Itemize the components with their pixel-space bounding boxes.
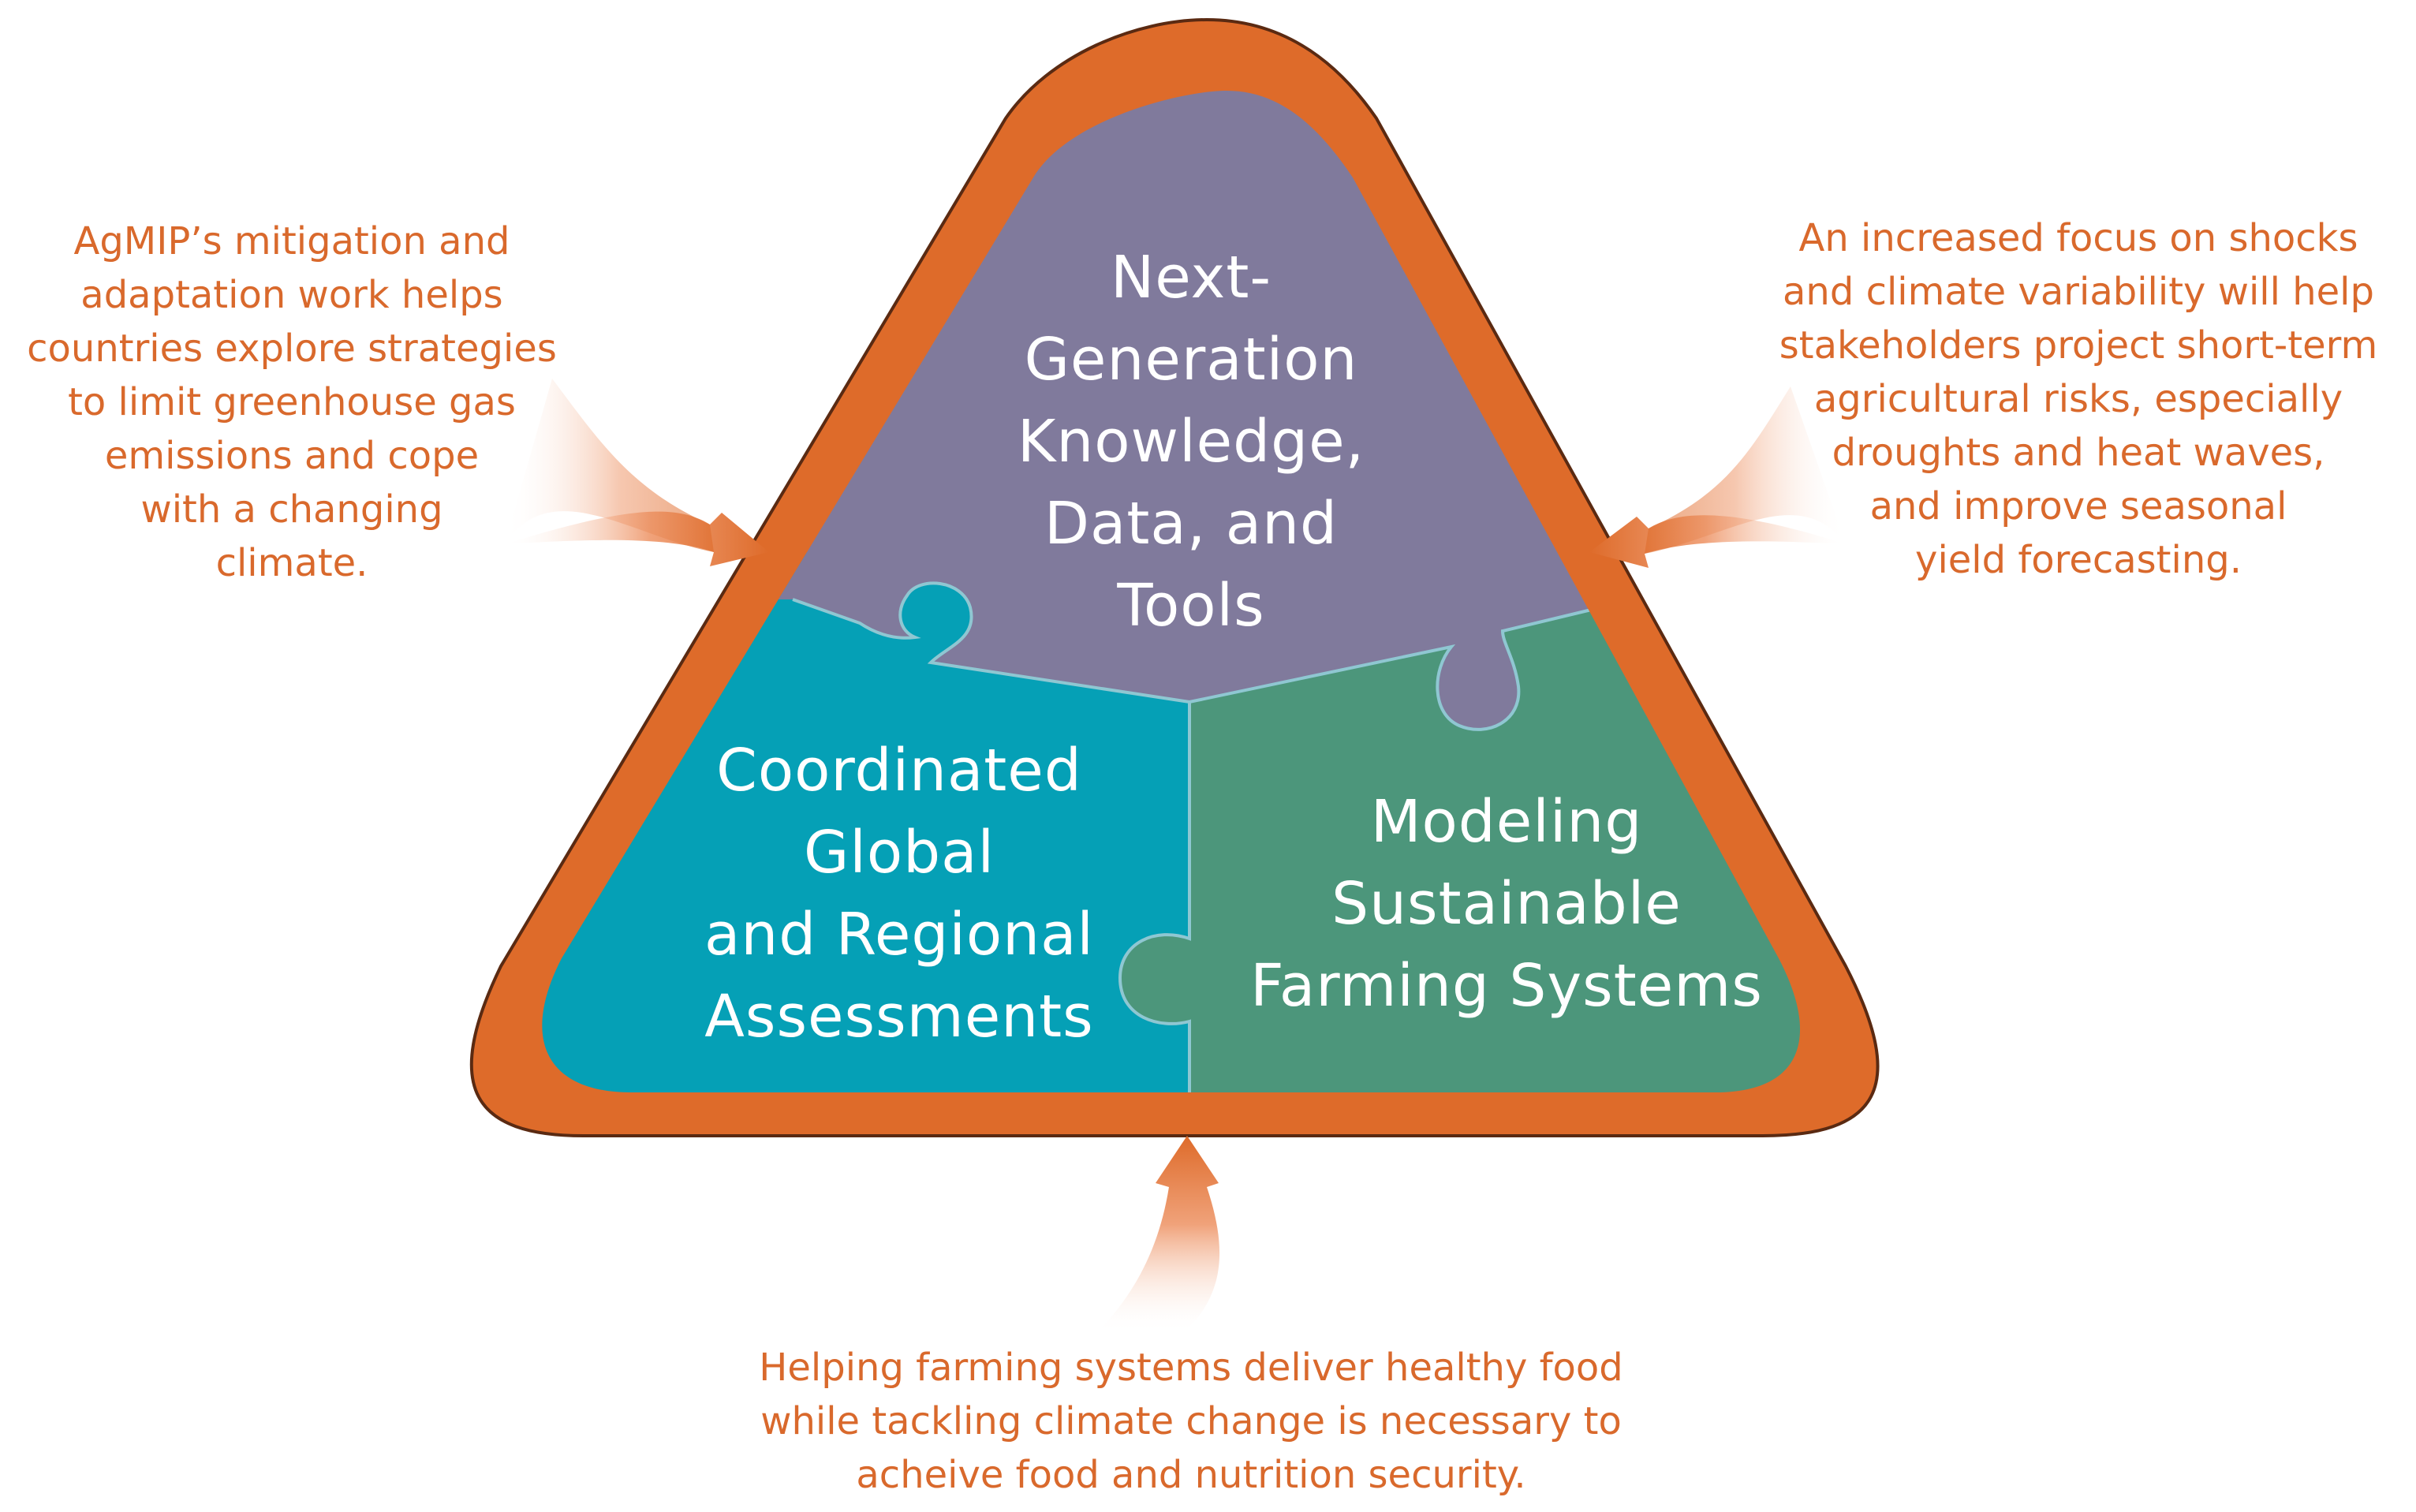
top-piece-label: Next- Generation Knowledge, Data, and To… (970, 237, 1412, 647)
top-line-5: Tools (1117, 572, 1265, 640)
bottom-callout: Helping farming systems deliver healthy … (678, 1341, 1704, 1502)
left-callout-line-1: AgMIP’s mitigation and (73, 219, 510, 263)
left-line-4: Assessments (704, 983, 1094, 1051)
left-arrow-tail (505, 379, 714, 552)
right-callout: An increased focus on shocks and climate… (1747, 211, 2410, 587)
right-callout-line-1: An increased focus on shocks (1798, 216, 2358, 260)
left-line-1: Coordinated (716, 737, 1082, 805)
top-line-3: Knowledge, (1017, 408, 1365, 476)
left-callout-line-3: countries explore strategies (27, 327, 557, 371)
right-callout-line-3: stakeholders project short-term (1779, 323, 2378, 368)
bottom-arrow (1096, 1136, 1220, 1333)
right-callout-line-2: and climate variability will help (1783, 270, 2374, 314)
right-line-3: Farming Systems (1250, 952, 1763, 1020)
top-line-1: Next- (1110, 244, 1272, 312)
right-piece-label: Modeling Sustainable Farming Systems (1230, 781, 1783, 1027)
left-callout-line-2: adaptation work helps (80, 273, 503, 317)
top-line-2: Generation (1024, 326, 1358, 394)
left-line-2: Global (803, 819, 995, 887)
bottom-callout-line-3: acheive food and nutrition security. (856, 1453, 1526, 1497)
left-callout-line-4: to limit greenhouse gas (68, 380, 516, 424)
right-line-1: Modeling (1370, 788, 1643, 856)
right-callout-line-5: droughts and heat waves, (1832, 431, 2325, 475)
puzzle-seams (792, 581, 1602, 1092)
right-callout-line-4: agricultural risks, especially (1813, 377, 2343, 421)
right-callout-line-7: yield forecasting. (1915, 538, 2242, 582)
left-callout-line-7: climate. (215, 541, 368, 585)
left-piece-label: Coordinated Global and Regional Assessme… (663, 730, 1136, 1058)
bottom-callout-line-1: Helping farming systems deliver healthy … (759, 1346, 1623, 1390)
right-line-2: Sustainable (1331, 870, 1682, 938)
left-line-3: and Regional (704, 901, 1094, 969)
left-callout-line-6: with a changing (140, 487, 443, 532)
left-callout-line-5: emissions and cope (104, 434, 480, 478)
left-callout: AgMIP’s mitigation and adaptation work h… (0, 215, 584, 590)
bottom-callout-line-2: while tackling climate change is necessa… (760, 1399, 1622, 1443)
right-callout-line-6: and improve seasonal (1869, 484, 2287, 528)
top-line-4: Data, and (1044, 490, 1338, 558)
right-arrow-tail (1645, 386, 1846, 554)
